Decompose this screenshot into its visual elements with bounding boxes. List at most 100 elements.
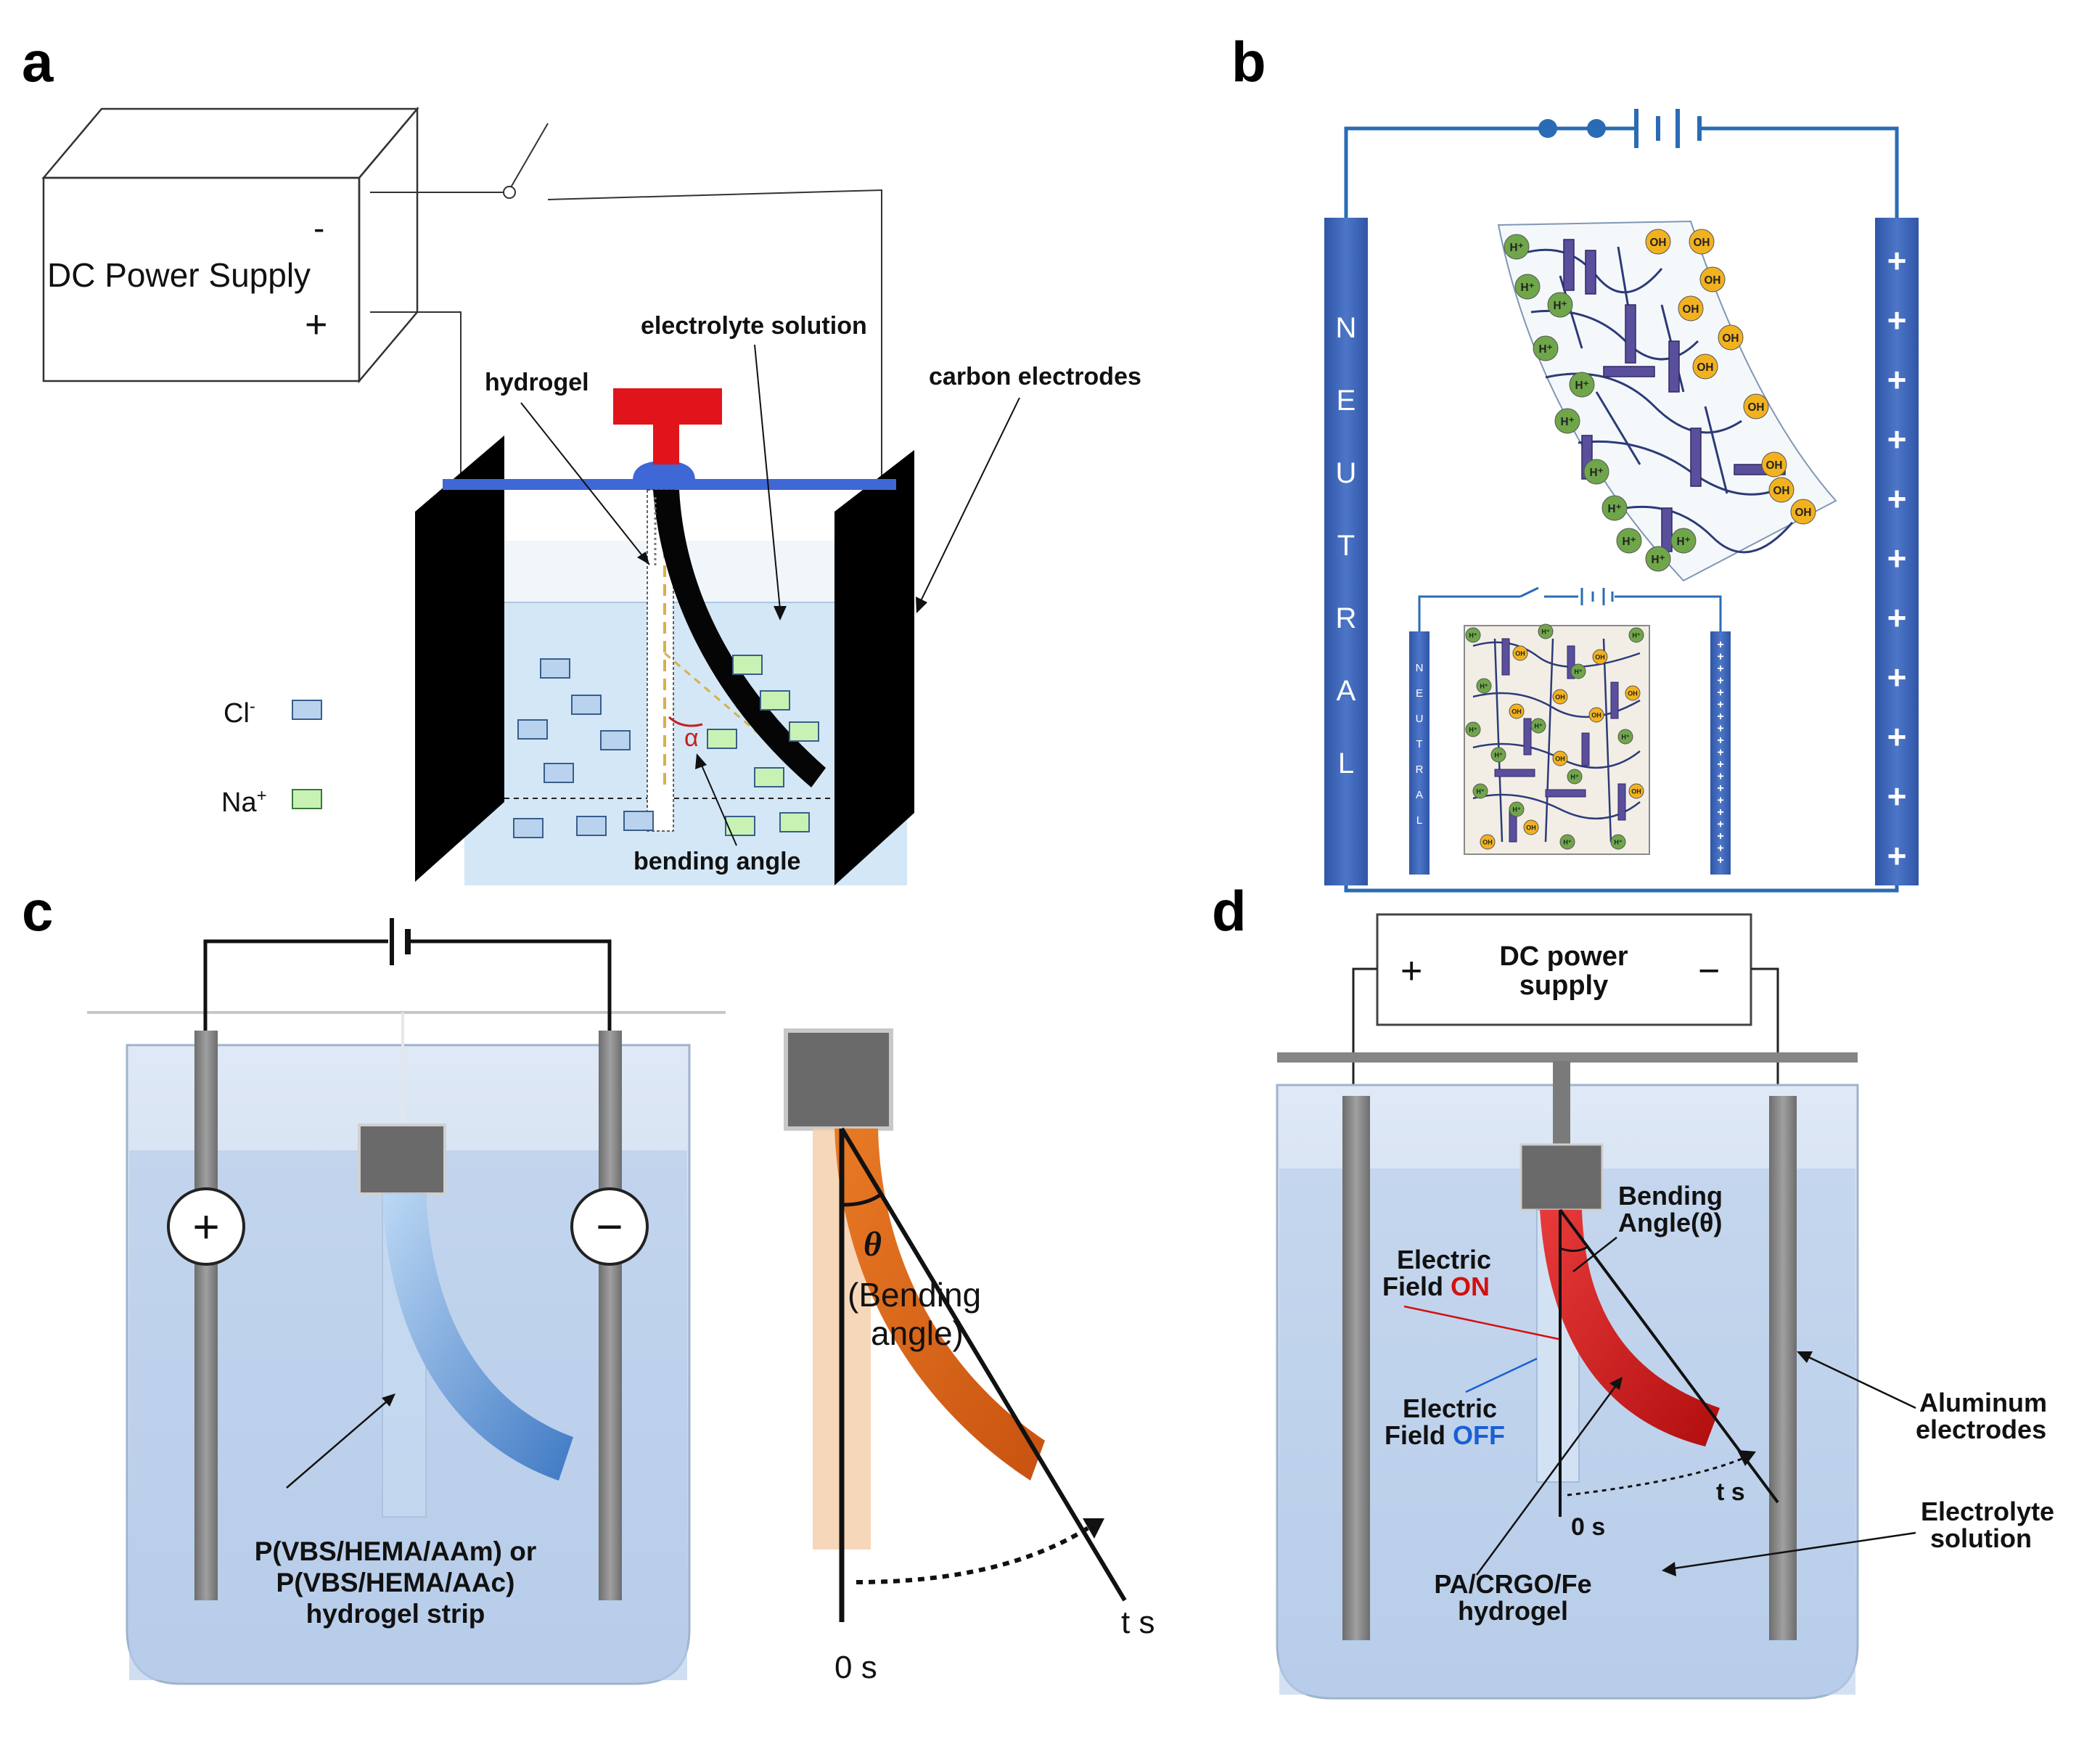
- clamp-top: [613, 388, 722, 425]
- cl-ion: [540, 658, 570, 679]
- oh-ion-label: OH: [1515, 650, 1525, 658]
- panel-c-letter: c: [22, 879, 53, 943]
- positive-signs: +++++++++++: [1887, 242, 1907, 875]
- inset-battery-icon: [1580, 588, 1614, 605]
- hydrogel-on-state: [1540, 1210, 1720, 1446]
- time-start-d: 0 s: [1571, 1513, 1605, 1541]
- oh-ion: [1790, 499, 1816, 525]
- oh-ion-label: OH: [1697, 361, 1714, 374]
- gel-label-line2: hydrogel: [1458, 1596, 1568, 1626]
- holder-block-c: [358, 1123, 446, 1195]
- h-ion-label: H⁺: [1607, 503, 1621, 515]
- oh-ion-label: OH: [1650, 237, 1667, 249]
- cl-ion: [517, 719, 548, 740]
- h-ion: [1509, 801, 1525, 817]
- clamp-dome: [633, 461, 695, 480]
- h-ion-label: H⁺: [1520, 282, 1534, 294]
- svg-text:Na+: Na+: [221, 786, 267, 818]
- na-ion: [707, 729, 737, 749]
- negative-terminal: -: [313, 209, 324, 247]
- inset-positive-electrode: [1710, 631, 1731, 875]
- cl-ion: [513, 818, 544, 838]
- oh-ion-label: OH: [1631, 788, 1641, 795]
- h-ion-label: H⁺: [1676, 536, 1690, 548]
- h-ion-label: H⁺: [1509, 242, 1523, 254]
- inset-neutral-letter: R: [1416, 764, 1424, 776]
- h-ion-label: H⁺: [1651, 554, 1665, 566]
- ions-inset-gel: H⁺H⁺H⁺H⁺H⁺H⁺H⁺H⁺H⁺H⁺H⁺H⁺H⁺H⁺OHOHOHOHOHOH…: [1465, 623, 1644, 850]
- field-off-line1: Electric: [1403, 1393, 1497, 1423]
- power-supply-label: DC Power Supply: [47, 256, 311, 294]
- dc-power-supply-box: [41, 106, 419, 384]
- neutral-letter: L: [1338, 748, 1354, 779]
- h-ion: [1583, 459, 1609, 485]
- cl-ion: [600, 730, 631, 750]
- oh-ion: [1699, 266, 1726, 292]
- positive-electrode: [1875, 218, 1919, 885]
- h-ion: [1533, 335, 1559, 361]
- inset-neutral-letters: N E U T R A L: [1416, 662, 1424, 827]
- field-off-state: OFF: [1453, 1420, 1505, 1450]
- cl-ion: [576, 816, 607, 836]
- arrowhead: [382, 1393, 395, 1407]
- positive-sign: +: [1887, 361, 1907, 398]
- oh-ion: [1628, 783, 1644, 799]
- bending-angle-label-line1: (Bending: [848, 1276, 981, 1314]
- oh-ion-label: OH: [1723, 332, 1739, 345]
- panel-a-letter: a: [22, 30, 54, 94]
- aluminum-electrodes-line2: electrodes: [1916, 1415, 2046, 1444]
- bending-angle-label-line2: angle): [871, 1314, 964, 1352]
- oh-ion: [1689, 229, 1715, 255]
- h-ion-label: H⁺: [1480, 683, 1488, 690]
- panel-d: d DC power supply + − 0 s t s Bending: [1212, 879, 2054, 1700]
- switch-contact-icon: [1538, 119, 1557, 138]
- ions-in-tank: [513, 655, 819, 838]
- h-ion: [1476, 678, 1492, 694]
- panel-c: c + − P(VBS/HEMA/AAm) or P(VBS/HEMA/AAc)…: [22, 879, 1154, 1685]
- h-ion: [1670, 528, 1697, 554]
- oh-ion: [1743, 393, 1769, 419]
- positive-sign: +: [1887, 301, 1907, 339]
- oh-ion-label: OH: [1766, 459, 1783, 472]
- bent-line-detail: [840, 1127, 1127, 1602]
- positive-sign: +: [1887, 837, 1907, 875]
- h-ion: [1472, 783, 1488, 799]
- h-ion: [1504, 234, 1530, 260]
- oh-ion-label: OH: [1694, 237, 1710, 249]
- oh-ion-label: OH: [1683, 303, 1699, 316]
- bent-strip-detail: [834, 1129, 1045, 1481]
- h-ion: [1601, 495, 1628, 521]
- h-ion-label: H⁺: [1632, 632, 1640, 639]
- positive-sign: +: [1887, 420, 1907, 458]
- arrowhead: [695, 753, 707, 769]
- plus-electrode-icon: [167, 1187, 245, 1266]
- bending-angle-arc: [668, 716, 703, 727]
- neutral-letter: A: [1337, 675, 1356, 707]
- inset-neutral-letter: T: [1416, 738, 1422, 750]
- oh-ion: [1678, 295, 1704, 322]
- strip-label-line2: P(VBS/HEMA/AAc): [276, 1568, 515, 1597]
- oh-ion: [1552, 689, 1568, 705]
- electrode-pointer: [919, 397, 1020, 603]
- inset-positive-sign: +: [1717, 734, 1723, 747]
- battery-icon: [1634, 109, 1702, 148]
- neutral-letter: U: [1336, 457, 1357, 489]
- oh-ion-label: OH: [1555, 694, 1565, 701]
- na-ion: [754, 767, 784, 787]
- field-on-line2: Field: [1382, 1272, 1443, 1301]
- oh-ion: [1480, 834, 1496, 850]
- arrowhead: [916, 597, 927, 613]
- h-ion: [1465, 627, 1481, 643]
- h-ion-label: H⁺: [1575, 380, 1588, 392]
- oh-ion: [1645, 229, 1671, 255]
- time-end-c: t s: [1121, 1605, 1154, 1640]
- na-ion: [760, 690, 790, 711]
- inset-positive-sign: +: [1717, 711, 1723, 723]
- electrode-cathode-c: [599, 1031, 622, 1600]
- oh-ion: [1718, 324, 1744, 351]
- h-ion-label: H⁺: [1476, 788, 1484, 795]
- strip-label-line1: P(VBS/HEMA/AAm) or: [255, 1536, 537, 1566]
- h-ion: [1530, 718, 1546, 734]
- neutral-electrode: [1324, 218, 1368, 885]
